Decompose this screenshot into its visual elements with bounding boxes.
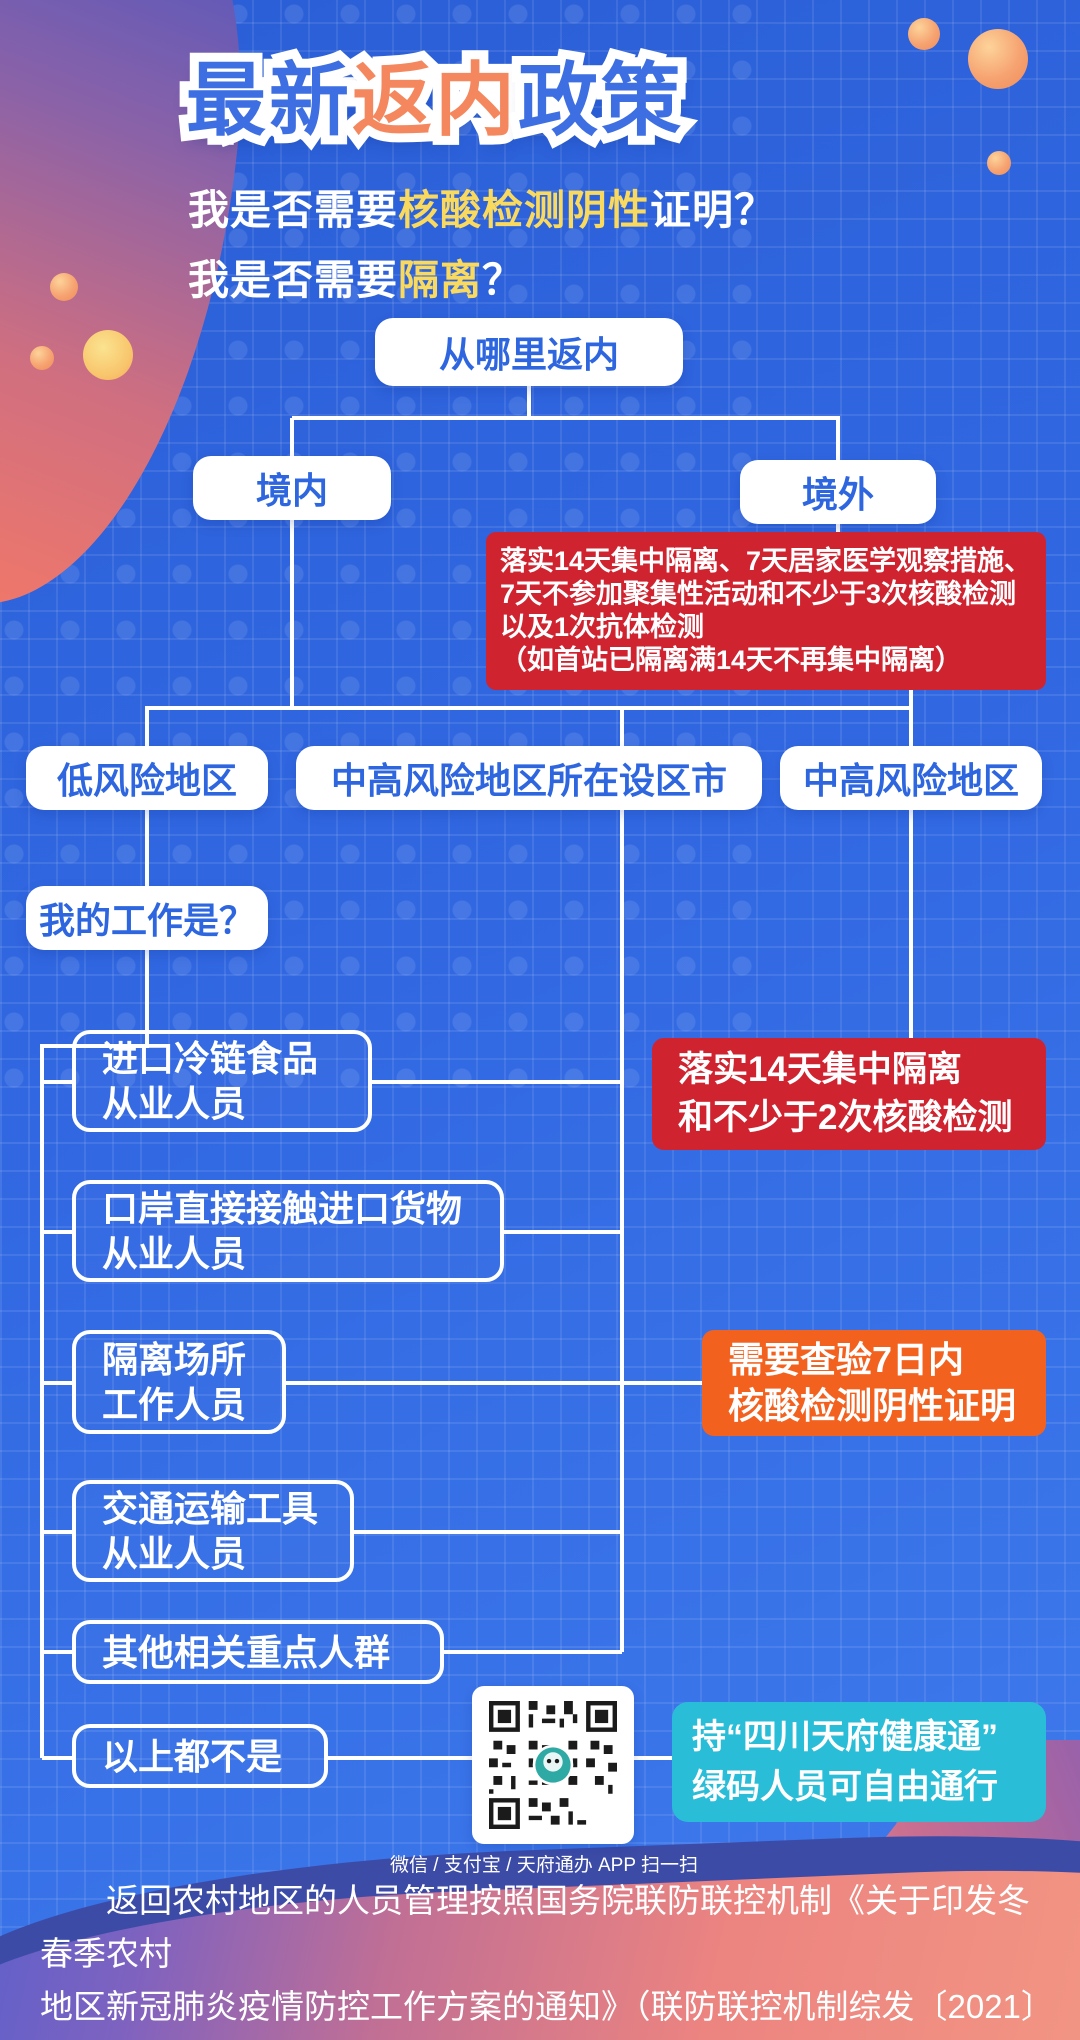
node-my-job: 我的工作是？ [26, 886, 268, 950]
decor-circle-small-right [987, 151, 1011, 175]
green-code-box: 持“四川天府健康通” 绿码人员可自由通行 [672, 1702, 1046, 1822]
policy-line: 核酸检测阴性证明 [728, 1385, 1017, 1426]
decor-circle-small-top [908, 18, 940, 50]
job-transport: 交通运输工具 从业人员 [72, 1480, 354, 1582]
abroad-policy-line: 落实14天集中隔离、7天居家医学观察措施、 [500, 546, 1032, 576]
job-line: 从业人员 [102, 1233, 247, 1274]
decor-circle-left-1 [50, 273, 78, 301]
job-line: 进口冷链食品 [102, 1038, 319, 1079]
node-abroad: 境外 [740, 460, 936, 524]
abroad-policy-box: 落实14天集中隔离、7天居家医学观察措施、 7天不参加聚集性活动和不少于3次核酸… [486, 532, 1046, 690]
policy-line: 持“四川天府健康通” [692, 1718, 998, 1756]
job-quarantine-site: 隔离场所 工作人员 [72, 1330, 286, 1434]
job-port-goods: 口岸直接接触进口货物 从业人员 [72, 1180, 504, 1282]
abroad-policy-line: 7天不参加聚集性活动和不少于3次核酸检测 [500, 579, 1017, 609]
job-line: 从业人员 [102, 1533, 247, 1574]
footer-note: 返回农村地区的人员管理按照国务院联防联控机制《关于印发冬春季农村 地区新冠肺炎疫… [40, 1874, 1046, 2040]
question-2: 我是否需要隔离？ [188, 257, 524, 303]
policy-line: 绿码人员可自由通行 [692, 1768, 998, 1806]
footer-line: 地区新冠肺炎疫情防控工作方案的通知》（联防联控机制综发〔2021〕11 号） [40, 1988, 1038, 2025]
mid-high-policy-box: 落实14天集中隔离 和不少于2次核酸检测 [652, 1038, 1046, 1150]
node-mid-high: 中高风险地区 [780, 746, 1042, 810]
decor-circle-left-2 [30, 346, 54, 370]
qr-code-panel [472, 1686, 634, 1844]
node-mid-high-city: 中高风险地区所在设区市 [296, 746, 762, 810]
job-line: 从业人员 [102, 1083, 247, 1124]
job-other-key-groups: 其他相关重点人群 [72, 1620, 444, 1684]
job-none-of-above: 以上都不是 [72, 1724, 328, 1788]
decor-circle-large [968, 29, 1028, 89]
job-line: 口岸直接接触进口货物 [102, 1188, 463, 1229]
qr-code [489, 1701, 617, 1829]
title-outline-layer: 最新返内政策 [177, 47, 690, 154]
job-line: 隔离场所 [102, 1339, 247, 1380]
question-1: 我是否需要核酸检测阴性证明？ [188, 187, 776, 233]
job-line: 交通运输工具 [102, 1488, 319, 1529]
node-domestic: 境内 [193, 456, 391, 520]
job-cold-chain: 进口冷链食品 从业人员 [72, 1030, 372, 1132]
abroad-policy-line: （如首站已隔离满14天不再集中隔离） [500, 645, 963, 675]
footer-line: 返回农村地区的人员管理按照国务院联防联控机制《关于印发冬春季农村 [40, 1882, 1030, 1972]
abroad-policy-line: 以及1次抗体检测 [500, 612, 705, 642]
node-root: 从哪里返内 [375, 318, 683, 386]
check-policy-box: 需要查验7日内 核酸检测阴性证明 [702, 1330, 1046, 1436]
policy-line: 落实14天集中隔离 [678, 1050, 962, 1089]
qr-caption: 微信 / 支付宝 / 天府通办 APP 扫一扫 [390, 1855, 698, 1876]
decor-circle-yellow [83, 330, 133, 380]
title-fill-layer: 最新返内政策 [186, 56, 684, 145]
policy-line: 需要查验7日内 [728, 1339, 965, 1380]
policy-line: 和不少于2次核酸检测 [678, 1098, 1013, 1137]
job-line: 工作人员 [102, 1384, 247, 1425]
job-line: 其他相关重点人群 [102, 1631, 391, 1673]
job-line: 以上都不是 [102, 1735, 283, 1777]
node-low-risk: 低风险地区 [26, 746, 268, 810]
